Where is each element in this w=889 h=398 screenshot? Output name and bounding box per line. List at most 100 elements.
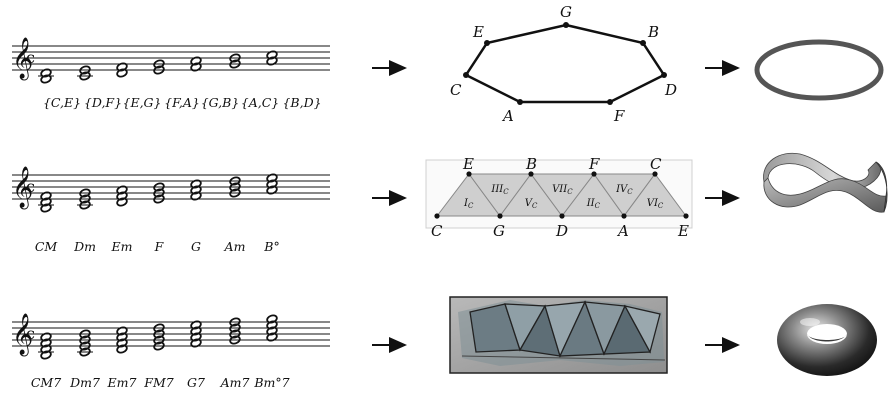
chord-label: Em [111,239,133,254]
note-head [79,188,91,198]
note-head [116,68,128,78]
note-head [266,173,278,183]
note-head [266,332,278,342]
chord-label: Bm°7 [253,375,289,390]
note-head [79,347,91,357]
chord-label: F [154,239,165,254]
torus-shape [777,304,877,376]
note-head [266,326,278,336]
note-head [229,53,241,63]
note-head [190,191,202,201]
note-head [153,329,165,339]
node-label-b: B [647,23,659,41]
note-head [190,332,202,342]
note-head [153,182,165,192]
node-label-g: G [560,3,572,21]
node-dot-b [640,40,646,46]
node-dot-d [661,72,667,78]
chord-label: G7 [187,375,205,390]
chord-label: Dm [73,239,96,254]
row-1-staff: 𝄞c [12,37,330,84]
note-head [79,335,91,345]
note-head [266,179,278,189]
note-head [153,194,165,204]
note-head [229,176,241,186]
vertex-dot [466,171,472,177]
note-head [116,191,128,201]
vertex-dot [434,213,440,219]
ring-shape [754,39,884,101]
node-label-a: A [501,107,514,125]
note-head [229,182,241,192]
chord-label: Am [224,239,246,254]
note-head [116,338,128,348]
cycle-polygon [464,23,666,104]
note-head [79,341,91,351]
note-head [266,185,278,195]
note-head [229,329,241,339]
note-head [116,332,128,342]
chord-label: {A,C} [241,95,279,110]
chord-label: Dm7 [69,375,100,390]
common-time-icon: c [26,48,35,67]
note-head [190,326,202,336]
note-head [116,344,128,354]
treble-clef-icon: 𝄞 [12,37,33,80]
chord-label: Am7 [220,375,250,390]
triangle-label: VC [525,198,538,210]
note-head [190,62,202,72]
note-head [79,65,91,75]
vertex-dot [591,171,597,177]
node-dot-c [463,72,469,78]
note-head [79,71,91,81]
node-dot-g [563,22,569,28]
chord-label: CM7 [31,375,61,390]
row-1-cycle-graph: G E B C D A F [450,3,677,125]
bottom-node-label-1: C [431,222,443,240]
note-head [40,338,52,348]
note-head [266,320,278,330]
note-head [229,188,241,198]
node-dot-f [607,99,613,105]
chord-label: B° [263,239,279,254]
top-node-label-4: C [650,155,662,173]
treble-clef-icon: 𝄞 [12,313,33,356]
triangle-label: IC [463,198,474,210]
top-node-label-2: B [525,155,537,173]
chord-label: {F,A} [164,95,200,110]
note-head [266,50,278,60]
note-head [79,200,91,210]
note-head [266,314,278,324]
note-head [116,197,128,207]
note-head [79,329,91,339]
triangle-label: IIIC [490,184,509,196]
bottom-node-label-5: E [677,222,689,240]
note-head [190,185,202,195]
chord-label: {G,B} [201,95,240,110]
note-head [190,56,202,66]
note-head [190,179,202,189]
note-head [116,326,128,336]
note-head [266,56,278,66]
node-dot-e [484,40,490,46]
vertex-dot [683,213,689,219]
chord-label: {E,G} [123,95,162,110]
common-time-icon: c [26,177,35,196]
note-head [116,185,128,195]
note-head [40,191,52,201]
triangle-label: IIC [586,198,601,210]
node-label-f: F [613,107,625,125]
note-head [229,323,241,333]
note-head [153,341,165,351]
chord-label: Em7 [107,375,137,390]
bottom-node-label-2: G [493,222,505,240]
top-node-label-3: F [588,155,600,173]
chord-label: FM7 [143,375,173,390]
chord-label: {D,F} [84,95,122,110]
mobius-strip-shape [763,152,888,213]
row-1-chord-labels: {C,E}{D,F}{E,G}{F,A}{G,B}{A,C}{B,D} [43,95,322,110]
